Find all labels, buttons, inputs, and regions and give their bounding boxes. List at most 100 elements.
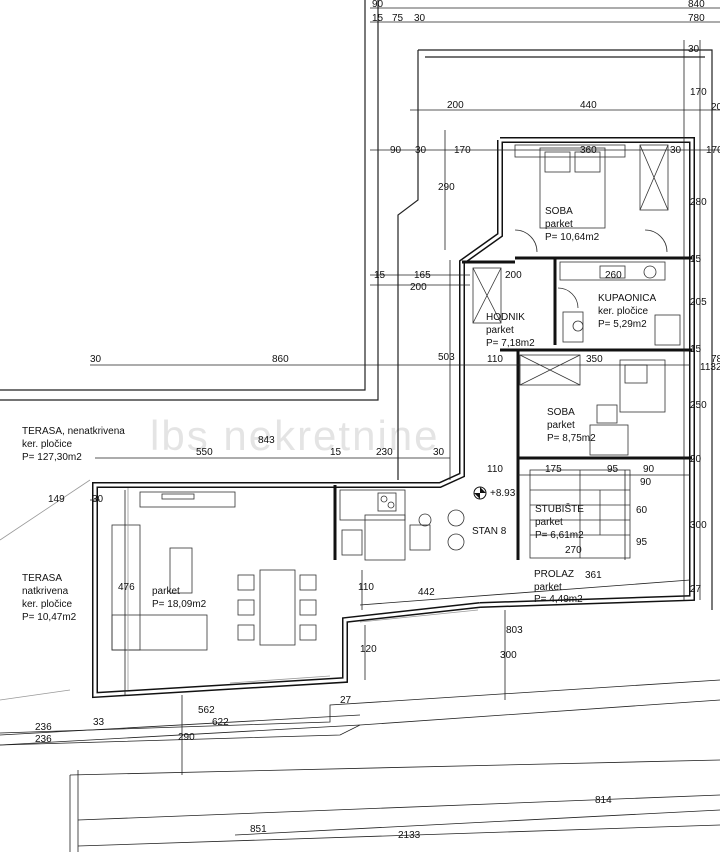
dim-v-120: 120: [360, 644, 377, 655]
dim-top-780: 780: [688, 13, 705, 24]
room-name: SOBA: [547, 407, 575, 418]
dim-h-2133: 2133: [398, 830, 421, 841]
dim-v-300: 300: [690, 520, 707, 531]
room-labels: SOBA parket P= 10,64m2 KUPAONICA ker. pl…: [22, 206, 656, 623]
dim-v-78: 78: [711, 354, 720, 365]
room-soba-2: SOBA parket P= 8,75m2: [547, 407, 596, 444]
dim-r-20: 20: [711, 102, 720, 113]
dim-h-200c: 200: [410, 282, 427, 293]
dim-h-860: 860: [272, 354, 289, 365]
dim-h-843: 843: [258, 435, 275, 446]
dim-h-230: 230: [376, 447, 393, 458]
dim-h-803: 803: [506, 625, 523, 636]
room-kupaonica: KUPAONICA ker. pločice P= 5,29m2: [598, 293, 656, 330]
dim-h-175: 175: [545, 464, 562, 475]
dim-h-149: 149: [48, 494, 65, 505]
room-floor: parket: [534, 582, 562, 593]
dim-h-30e: 30: [433, 447, 445, 458]
dim-v-300b: 300: [500, 650, 517, 661]
room-floor: parket: [535, 517, 563, 528]
dim-v-90: 90: [640, 477, 652, 488]
dim-h-360: 360: [580, 145, 597, 156]
room-area: P= 8,75m2: [547, 433, 596, 444]
dim-h-170: 170: [454, 145, 471, 156]
room-sub: natkrivena: [22, 586, 69, 597]
dim-top-30: 30: [414, 13, 426, 24]
room-floor: ker. pločice: [22, 439, 72, 450]
room-name: TERASA: [22, 573, 62, 584]
dim-v-95: 95: [636, 537, 648, 548]
dim-h-15b: 15: [330, 447, 342, 458]
dim-h-442: 442: [418, 587, 435, 598]
dimension-labels: 90 840 15 75 30 780 30 170 20 200 440 90…: [35, 0, 720, 841]
room-name: PROLAZ: [534, 569, 574, 580]
dim-v-60: 60: [636, 505, 648, 516]
dim-h-110b: 110: [487, 464, 503, 475]
dim-v-503: 503: [438, 352, 455, 363]
room-stubiste: STUBIŠTE parket P= 6,61m2: [535, 502, 584, 541]
room-prolaz: PROLAZ parket P= 4,49m2: [534, 569, 583, 605]
terrace-uncovered-label: TERASA, nenatkrivena ker. pločice P= 127…: [22, 426, 125, 463]
dim-h-622: 622: [212, 717, 229, 728]
dim-h-562: 562: [198, 705, 215, 716]
dim-v-1132: 1132: [700, 362, 720, 373]
room-area: P= 10,47m2: [22, 612, 77, 623]
dimension-lines: [0, 7, 720, 847]
dim-top-840: 840: [688, 0, 705, 10]
dim-h-550: 550: [196, 447, 213, 458]
room-area: P= 5,29m2: [598, 319, 647, 330]
room-hodnik: HODNIK parket P= 7,18m2: [486, 312, 535, 349]
dim-h-350: 350: [586, 354, 603, 365]
dim-h-440: 440: [580, 100, 597, 111]
dim-h-33: 33: [93, 717, 105, 728]
dim-h-170b: 170: [706, 145, 720, 156]
room-name: SOBA: [545, 206, 573, 217]
furniture: [111, 144, 681, 690]
room-floor: parket: [152, 586, 180, 597]
dim-h-361: 361: [585, 570, 602, 581]
dim-h-30d: 30: [90, 354, 102, 365]
watermark: lbs nekretnine: [150, 412, 440, 459]
room-floor: parket: [547, 420, 575, 431]
room-floor: parket: [486, 325, 514, 336]
dim-h-15: 15: [374, 270, 386, 281]
dim-v-15b: 15: [690, 344, 702, 355]
dim-h-200b: 200: [505, 270, 522, 281]
dim-h-814: 814: [595, 795, 612, 806]
dim-v-280: 280: [690, 197, 707, 208]
dim-h-200: 200: [447, 100, 464, 111]
dim-v-476: 476: [118, 582, 135, 593]
room-floor: ker. pločice: [598, 306, 648, 317]
terrace-covered-label: TERASA natkrivena ker. pločice P= 10,47m…: [22, 573, 77, 623]
room-name: TERASA, nenatkrivena: [22, 426, 125, 437]
dim-h-30: 30: [415, 145, 427, 156]
room-name: HODNIK: [486, 312, 525, 323]
room-area: P= 4,49m2: [534, 594, 583, 605]
dim-h-27: 27: [340, 695, 352, 706]
level-value: +8.93: [490, 488, 516, 499]
dim-v-20: 20: [690, 454, 702, 465]
dim-r-170: 170: [690, 87, 707, 98]
dim-h-851: 851: [250, 824, 267, 835]
dim-h-260: 260: [605, 270, 622, 281]
dim-v-110: 110: [358, 582, 374, 593]
room-area: P= 6,61m2: [535, 530, 584, 541]
dim-h-30f: 30: [92, 494, 104, 505]
room-floor: ker. pločice: [22, 599, 72, 610]
room-area: P= 127,30m2: [22, 452, 82, 463]
room-area: P= 10,64m2: [545, 232, 600, 243]
dim-v-250: 250: [690, 400, 707, 411]
apartment-label: STAN 8: [472, 526, 507, 537]
dim-h-270: 270: [565, 545, 582, 556]
room-area: P= 18,09m2: [152, 599, 207, 610]
dim-v-290b: 290: [178, 732, 195, 743]
dim-top-75: 75: [392, 13, 404, 24]
room-soba-1: SOBA parket P= 10,64m2: [545, 206, 600, 243]
dim-h-236b: 236: [35, 734, 52, 745]
dim-v-27: 27: [690, 584, 702, 595]
dim-v-205: 205: [690, 297, 707, 308]
level-marker: +8.93: [473, 486, 516, 500]
room-dnevni: parket P= 18,09m2: [152, 586, 207, 610]
room-floor: parket: [545, 219, 573, 230]
